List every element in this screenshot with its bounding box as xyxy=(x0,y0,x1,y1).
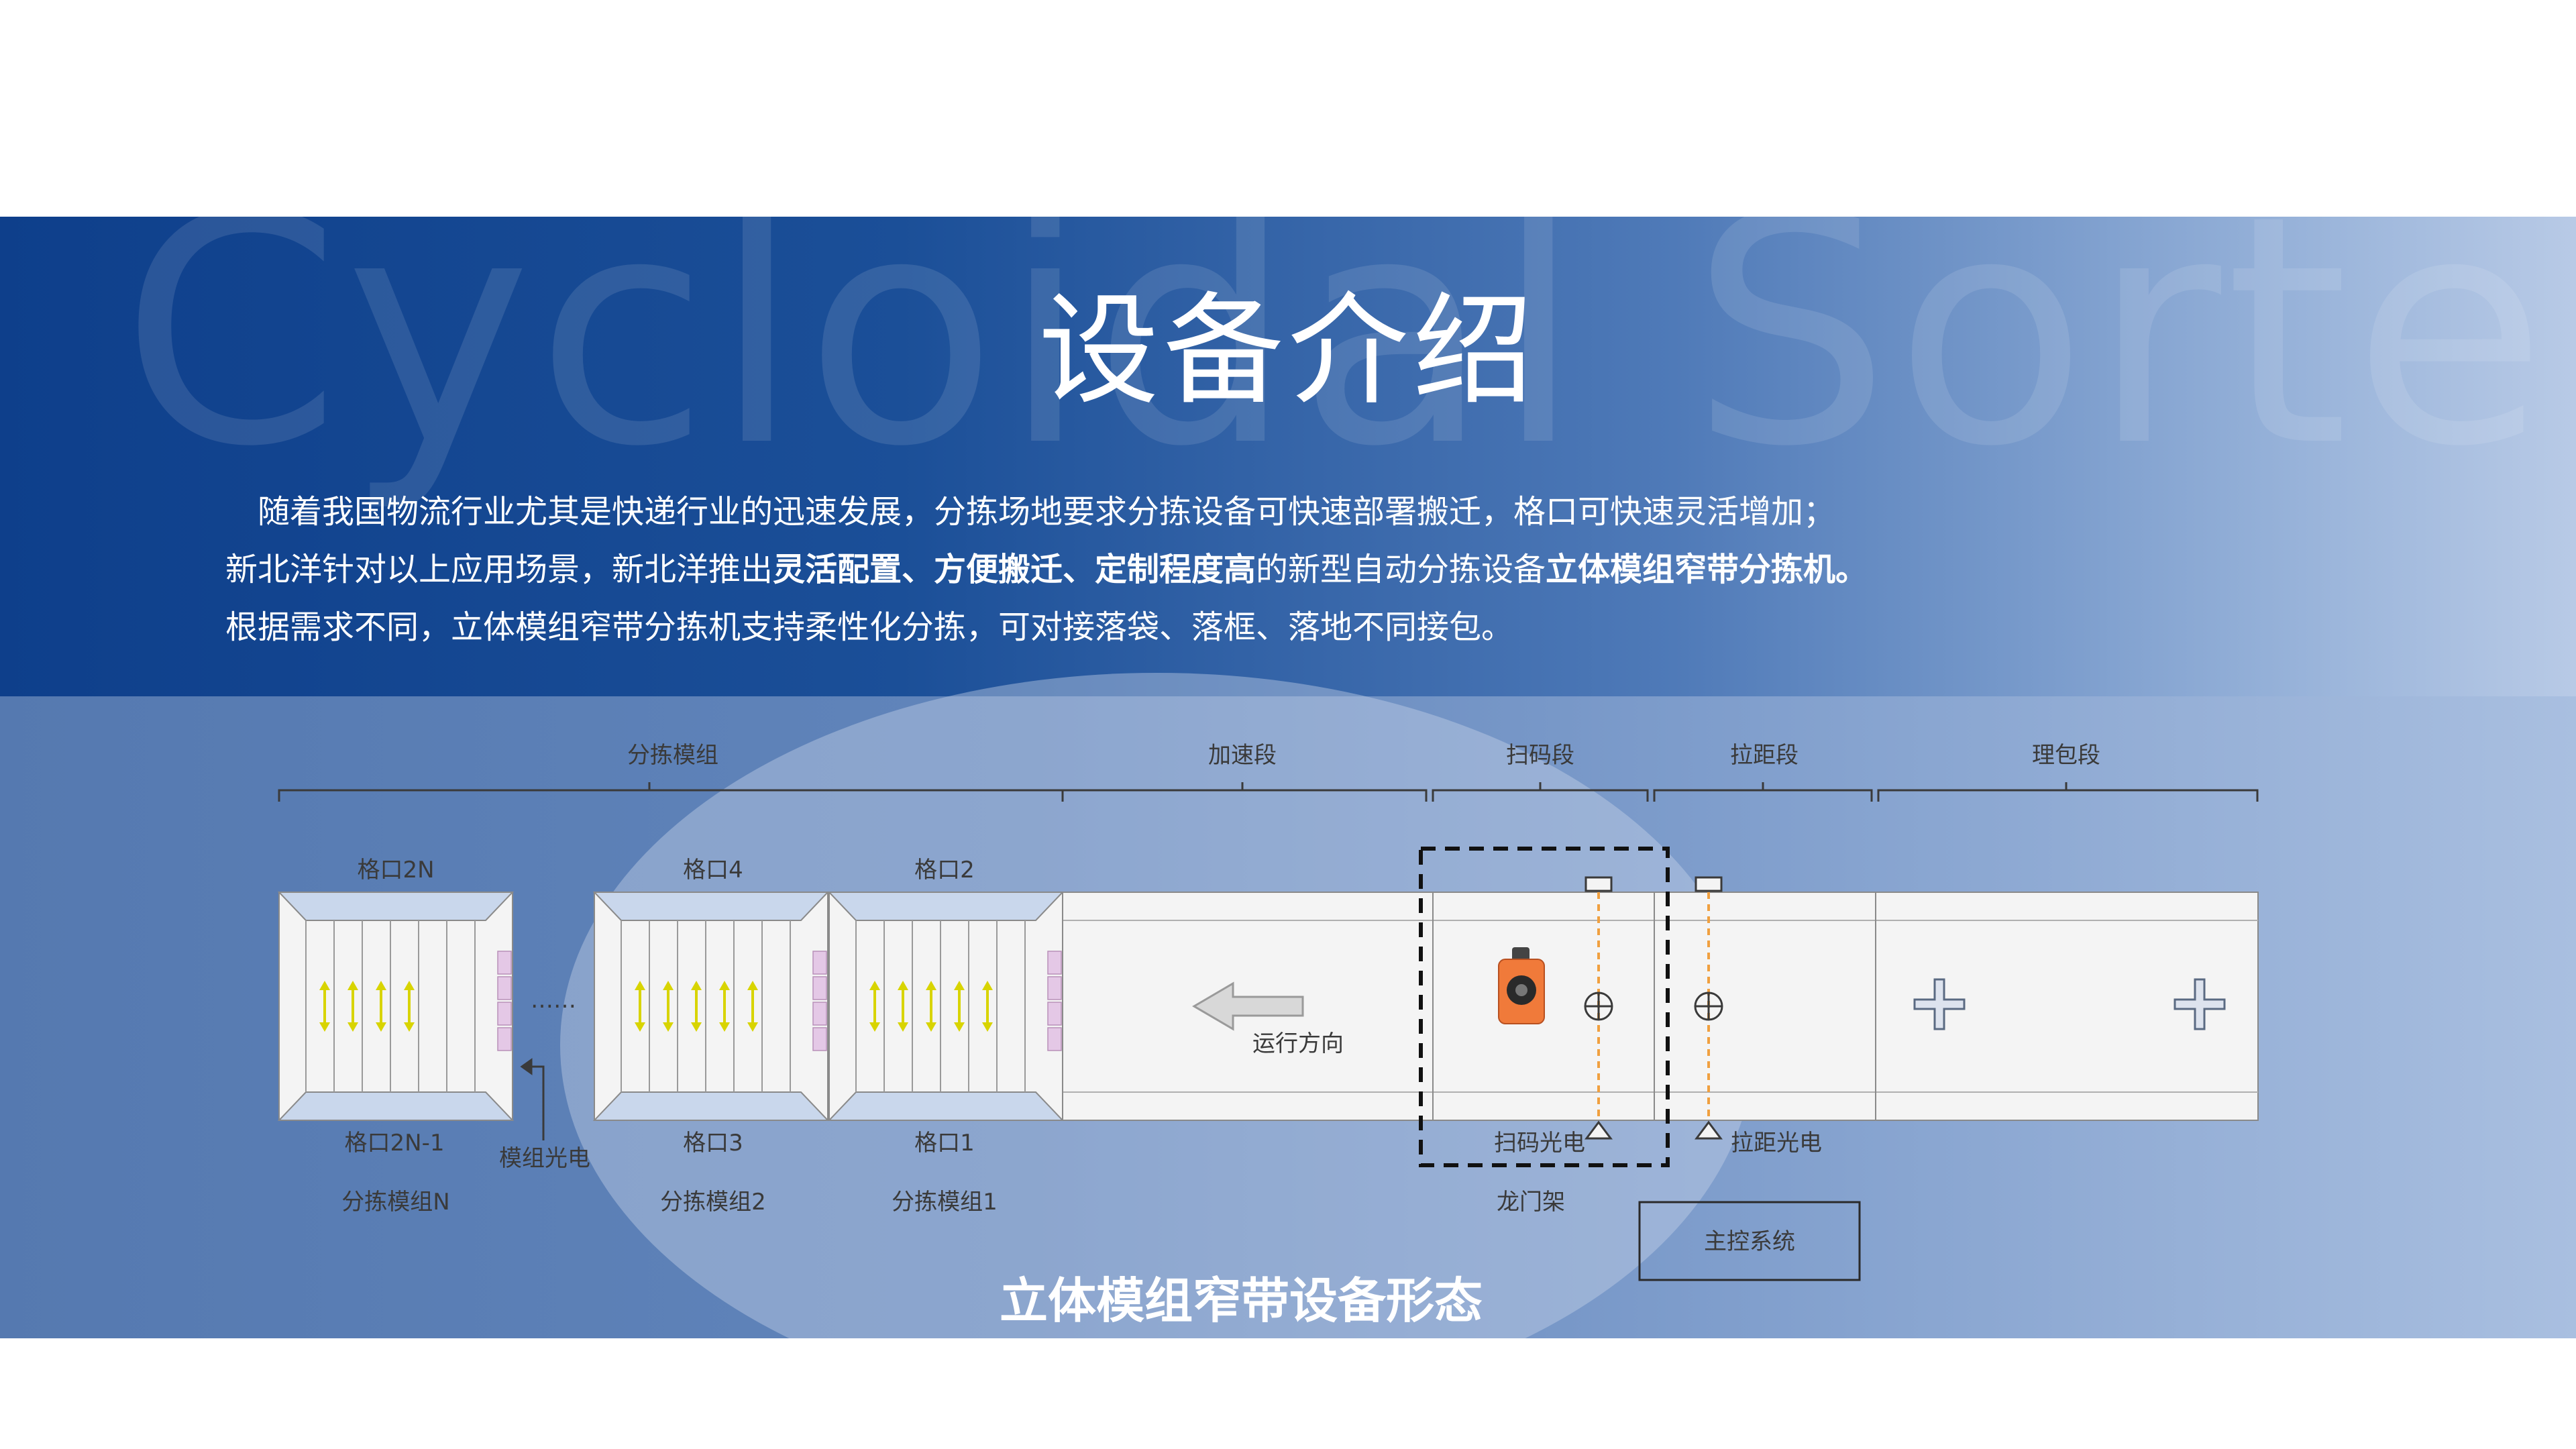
port-4-label: 格口4 xyxy=(683,857,743,883)
label-spacing: 拉距段 xyxy=(1730,742,1799,769)
sorting-module-n xyxy=(277,892,515,1121)
label-arrange: 理包段 xyxy=(2032,742,2100,769)
label-sort-modules: 分拣模组 xyxy=(627,742,718,769)
roller-arrows-n xyxy=(319,981,415,1032)
port-2-label: 格口2 xyxy=(914,857,975,883)
label-scan: 扫码段 xyxy=(1506,742,1574,769)
brace-scan xyxy=(1432,782,1649,802)
roller-arrows-1 xyxy=(869,981,993,1032)
scan-sensor-beam xyxy=(1584,876,1613,1140)
brace-accel xyxy=(1061,782,1428,802)
port-2n-label: 格口2N xyxy=(357,857,434,883)
main-control-label: 主控系统 xyxy=(1704,1228,1795,1255)
scanner-camera-icon xyxy=(1498,947,1545,1024)
module-sensor-pointer xyxy=(520,1058,545,1140)
module-2-label: 分拣模组2 xyxy=(660,1189,766,1216)
module-sensor-label: 模组光电 xyxy=(499,1145,590,1172)
cross-icon-1 xyxy=(1913,978,1966,1030)
main-control-box xyxy=(1638,1201,1861,1281)
intro-line-1: 随着我国物流行业尤其是快递行业的迅速发展，分拣场地要求分拣设备可快速部署搬迁，格… xyxy=(258,493,1836,531)
spacing-sensor-label: 拉距光电 xyxy=(1731,1130,1822,1157)
page-title: 设备介绍 xyxy=(1038,281,1538,421)
gantry-label: 龙门架 xyxy=(1497,1189,1565,1216)
background-watermark: Cycloidal Sorter xyxy=(121,148,2576,515)
roller-arrows-2 xyxy=(635,981,758,1032)
direction-arrow-icon xyxy=(1192,981,1304,1031)
sorting-module-2 xyxy=(592,892,830,1121)
module-n-label: 分拣模组N xyxy=(341,1189,449,1216)
brace-spacing xyxy=(1653,782,1873,802)
spacing-sensor-beam xyxy=(1694,876,1723,1140)
port-2n-1-label: 格口2N-1 xyxy=(345,1130,445,1157)
section-braces xyxy=(278,782,2259,802)
sorting-module-1 xyxy=(827,892,1065,1121)
gantry-frame xyxy=(1419,847,1670,1167)
intro-line-3: 根据需求不同，立体模组窄带分拣机支持柔性化分拣，可对接落袋、落框、落地不同接包。 xyxy=(225,608,1514,646)
diagram-caption: 立体模组窄带设备形态 xyxy=(999,1273,1483,1329)
intro-text: 随着我国物流行业尤其是快递行业的迅速发展，分拣场地要求分拣设备可快速部署搬迁，格… xyxy=(225,483,1970,656)
label-accel: 加速段 xyxy=(1208,742,1277,769)
scan-sensor-label: 扫码光电 xyxy=(1494,1130,1585,1157)
cross-icon-2 xyxy=(2174,978,2226,1030)
brace-sort-modules xyxy=(278,782,1064,802)
port-3-label: 格口3 xyxy=(683,1130,743,1157)
port-1-label: 格口1 xyxy=(914,1130,975,1157)
modules-ellipsis: …… xyxy=(531,987,576,1014)
intro-line-2: 新北洋针对以上应用场景，新北洋推出灵活配置、方便搬迁、定制程度高的新型自动分拣设… xyxy=(225,551,1868,588)
brace-arrange xyxy=(1877,782,2259,802)
direction-label: 运行方向 xyxy=(1252,1030,1344,1057)
module-1-label: 分拣模组1 xyxy=(892,1189,998,1216)
